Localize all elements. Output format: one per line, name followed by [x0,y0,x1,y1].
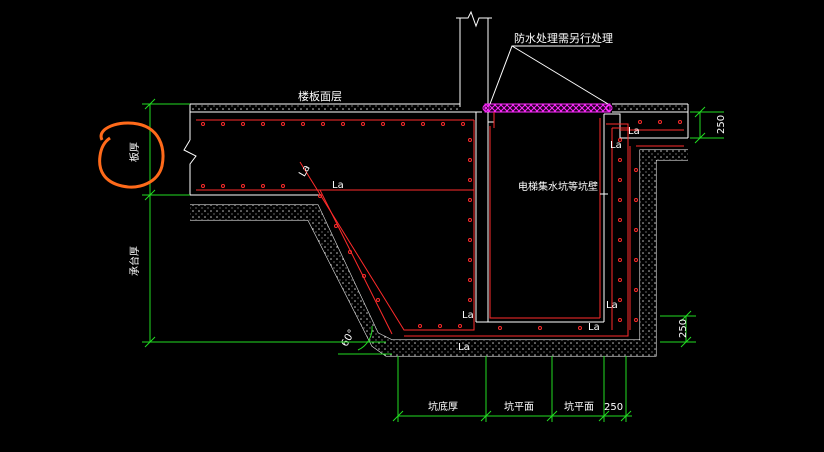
right-wall-label: 电梯集水坑等坑壁 [518,180,598,193]
waterproof-end-left [482,104,490,112]
floor-top-slab [183,103,689,196]
callout-text: 防水处理需另行处理 [514,31,613,45]
right-dimension-bottom [660,310,696,348]
bottom-dim-2: 坑平面 [504,400,534,413]
la-label-3: La [458,342,470,353]
la-label-1: La [332,180,344,191]
left-dim-lower-label: 承台厚 [128,246,141,276]
column-top [456,10,492,107]
right-dimension-top [690,106,724,144]
floor-label: 楼板面层 [298,89,342,103]
callout-leader [489,45,609,105]
la-label-2: La [462,310,474,321]
rebar-dots [201,120,682,330]
angle-label: 60° [340,328,358,349]
orange-circle-annotation [98,121,165,189]
top-hatch-right [614,105,686,111]
waterproof-strip [484,103,611,113]
la-label-5: La [610,140,622,151]
bottom-dim-4: 250 [604,402,623,413]
left-dim-upper-label: 板厚 [128,142,141,162]
dim-250-top: 250 [716,115,727,134]
rebar [196,112,684,337]
left-dimension [142,98,386,348]
la-label-6: La [606,300,618,311]
la-label-diag: La [297,163,312,179]
la-label-7: La [628,126,640,137]
waterproof-end-right [605,104,613,112]
dim-250-bottom: 250 [678,319,689,338]
la-label-4: La [588,322,600,333]
top-hatch-left [192,105,458,111]
bottom-dim-3: 坑平面 [564,400,594,413]
bottom-dimension [392,356,632,422]
pit-inner [475,112,640,323]
bottom-dim-1: 坑底厚 [428,400,458,413]
